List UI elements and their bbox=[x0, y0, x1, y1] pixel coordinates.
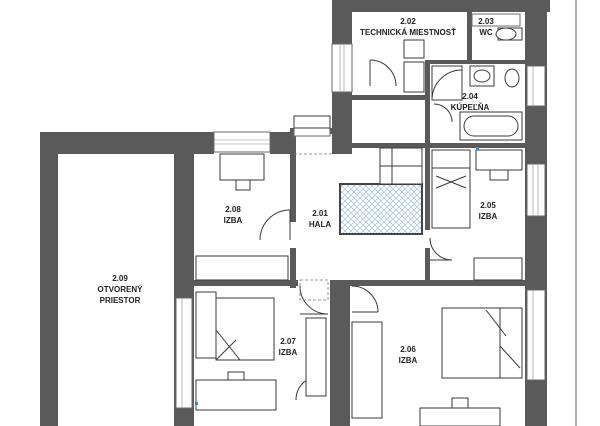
room-2-04-name: KÚPEĽŇA bbox=[451, 103, 490, 112]
room-2-09-id: 2.09 bbox=[112, 274, 128, 283]
room-2-02-name: TECHNICKÁ MIESTNOSŤ bbox=[360, 28, 456, 37]
room-2-01-id: 2.01 bbox=[312, 209, 328, 218]
room-2-09-name-line2: PRIESTOR bbox=[100, 296, 141, 305]
room-labels: 2.02 TECHNICKÁ MIESTNOSŤ 2.03 WC 2.04 KÚ… bbox=[98, 17, 498, 365]
room-2-05-name: IZBA bbox=[479, 212, 498, 221]
room-2-01-name: HALA bbox=[309, 220, 331, 229]
room-2-05-id: 2.05 bbox=[480, 201, 496, 210]
room-2-03-id: 2.03 bbox=[478, 17, 494, 26]
room-2-07-id: 2.07 bbox=[280, 337, 296, 346]
room-2-08-name: IZBA bbox=[224, 216, 243, 225]
room-2-03-name: WC bbox=[479, 28, 493, 37]
room-2-06-name: IZBA bbox=[399, 356, 418, 365]
room-2-02-id: 2.02 bbox=[400, 17, 416, 26]
room-2-09-name: OTVORENÝ bbox=[98, 285, 144, 294]
room-2-08-id: 2.08 bbox=[225, 205, 241, 214]
room-2-07-name: IZBA bbox=[279, 348, 298, 357]
stair-void bbox=[339, 147, 423, 235]
room-2-04-id: 2.04 bbox=[462, 92, 478, 101]
furniture bbox=[195, 27, 523, 426]
room-2-06-id: 2.06 bbox=[400, 345, 416, 354]
